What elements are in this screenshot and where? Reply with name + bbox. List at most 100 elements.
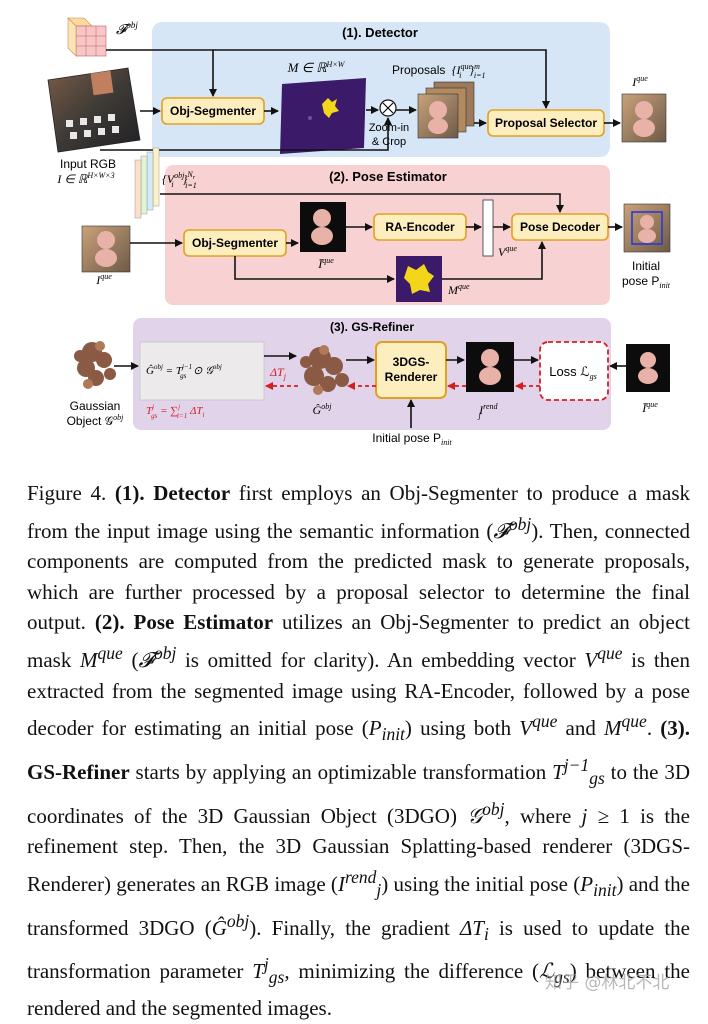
caption-math: P: [368, 716, 382, 741]
renderer-label-1: 3DGS-: [393, 355, 430, 369]
mask-math-label: M ∈ ℝH×W: [287, 60, 346, 75]
caption-math: P: [580, 871, 594, 896]
caption-text: ≥ 1 is the refinement step. Then, the 3D…: [27, 803, 690, 896]
figure-caption: Figure 4. (1). Detector first employs an…: [27, 478, 690, 1024]
caption-math-sup: que: [621, 711, 647, 732]
gaussian-object-image: [74, 341, 116, 389]
caption-math: j: [581, 803, 588, 828]
renderer-box: [375, 341, 447, 399]
loss-box: [539, 341, 609, 401]
caption-math: ℒ: [539, 959, 555, 984]
caption-text: (: [122, 647, 139, 672]
arrow-input-to-zoom: [100, 117, 392, 151]
detector-mask-image: [280, 78, 366, 154]
zoom-crop-label-2: & Crop: [372, 136, 406, 148]
vque-label: Vque: [498, 244, 517, 259]
ibar-label: Īque: [641, 400, 658, 415]
detector-output-label: Ique: [631, 74, 648, 89]
vobj-feature-stack: [134, 147, 160, 219]
caption-math-sub: i: [483, 923, 489, 944]
pose-decoder-label: Pose Decoder: [520, 220, 600, 234]
caption-text: ) using the initial pose (: [381, 871, 581, 896]
segmented-object-image: [300, 202, 346, 252]
pose-obj-segmenter-label: Obj-Segmenter: [192, 236, 278, 250]
caption-math: V: [584, 647, 598, 672]
initial-pose-label: pose Pinit: [622, 274, 671, 290]
caption-text: , where: [504, 803, 582, 828]
renderer-label-2: Renderer: [385, 370, 438, 384]
caption-math-sup: que: [597, 642, 623, 663]
initial-pose-bottom-label: Initial pose Pinit: [372, 431, 452, 447]
caption-text: starts by applying an optimizable transf…: [129, 759, 553, 784]
caption-text: , minimizing the difference (: [284, 959, 540, 984]
caption-math-sup: obj: [482, 798, 505, 819]
caption-text: is then extracted from the segmented ima…: [27, 647, 690, 741]
caption-math-sub: gs: [268, 967, 285, 988]
caption-text: ) using both: [404, 716, 520, 741]
gaussian-label-2: Object 𝒢obj: [67, 413, 125, 428]
gaussian-label-1: Gaussian: [70, 399, 121, 413]
caption-math-sub: gs: [554, 967, 570, 988]
input-rgb-label: Input RGB: [60, 157, 116, 171]
pose-input-label: Ique: [95, 272, 112, 287]
input-rgb-image: [47, 67, 141, 153]
caption-math-sup: que: [97, 642, 123, 663]
segmented-target-image: [626, 344, 670, 392]
ghat-label: Ĝobj: [313, 402, 333, 417]
caption-math: I: [337, 871, 345, 896]
proposal-selector-label: Proposal Selector: [495, 116, 597, 130]
caption-math: ΔT: [459, 915, 484, 940]
input-rgb-math: I ∈ ℝH×W×3: [56, 171, 114, 186]
mque-label: Mque: [447, 282, 470, 297]
caption-math: M: [604, 716, 622, 741]
arrow-vobj-to-decoder: [160, 193, 564, 213]
caption-math-sup: j−1: [563, 754, 590, 775]
caption-math: 𝓕: [138, 647, 154, 672]
initial-pose-image: [623, 203, 671, 253]
detector-title: (1). Detector: [342, 25, 418, 40]
initial-label: Initial: [632, 259, 660, 273]
pose-mask-image: [396, 256, 442, 302]
caption-math-sup: que: [532, 711, 558, 732]
caption-math-sub: j: [376, 880, 382, 901]
caption-math: V: [519, 716, 533, 741]
arrow-mask-to-decoder: [442, 241, 546, 280]
pose-input-image: [81, 225, 131, 273]
ra-encoder-label: RA-Encoder: [385, 220, 455, 234]
proposal-crops-stack: [417, 81, 475, 139]
caption-math-sup: rend: [344, 866, 377, 887]
caption-detector-head: (1). Detector: [114, 481, 231, 505]
caption-text: is omitted for clarity). An embedding ve…: [176, 647, 585, 672]
loss-label: Loss ℒgs: [549, 364, 597, 381]
zoom-crop-label-1: Zoom-in: [369, 122, 409, 134]
gs-refiner-title: (3). GS-Refiner: [330, 320, 414, 334]
caption-paragraph: Figure 4. (1). Detector first employs an…: [27, 478, 690, 1024]
caption-math-sup: obj: [153, 642, 177, 663]
vque-embedding-bar: [482, 199, 494, 257]
detector-output-image: [621, 93, 667, 143]
caption-text: and: [557, 716, 605, 741]
caption-math-sub: init: [593, 880, 617, 901]
feature-cube-icon: [67, 17, 107, 57]
method-overview-figure: (1). Detector (2). Pose Estimator (3). G…: [47, 17, 671, 447]
caption-math: 𝓕: [493, 518, 509, 543]
detector-obj-segmenter-label: Obj-Segmenter: [170, 104, 256, 118]
rendered-image: [466, 342, 514, 392]
caption-text: to the 3D coordinates of the 3D Gaussian…: [27, 759, 691, 828]
caption-text: ) and the transformed 3DGO (: [27, 871, 690, 940]
caption-math-sup: obj: [508, 513, 532, 534]
caption-pose-head: (2). Pose Estimator: [94, 610, 274, 635]
caption-math-sup: j: [263, 954, 269, 975]
caption-figure-label: Figure 4.: [27, 481, 107, 505]
watermark: 知乎 @林北不北: [545, 973, 670, 993]
caption-math-sup: obj: [226, 910, 250, 931]
caption-text: first employs an Obj-Segmenter to produc…: [27, 481, 690, 543]
caption-text: .: [646, 716, 661, 741]
caption-math: T: [252, 959, 264, 984]
caption-math: 𝒢: [467, 803, 483, 828]
